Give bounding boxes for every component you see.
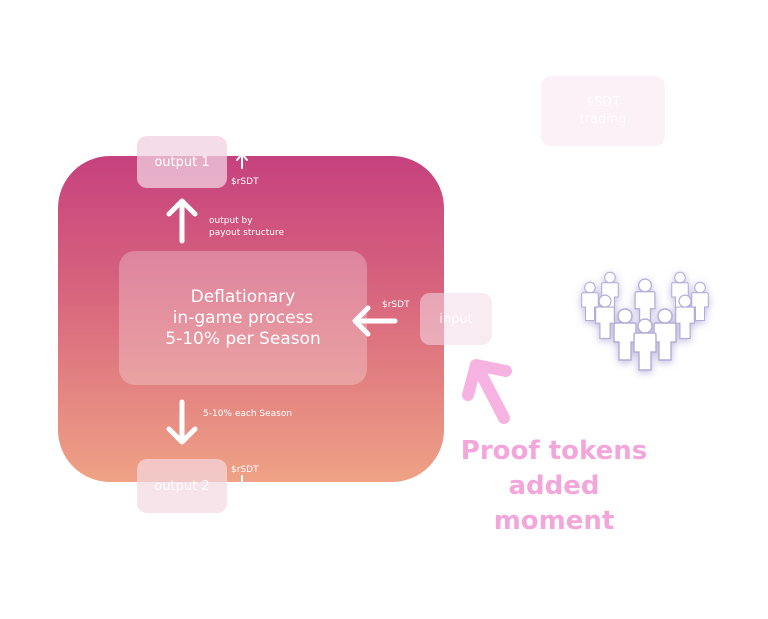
trading-line-2: trading <box>579 112 627 127</box>
center-line-1: Deflationary <box>190 286 296 307</box>
output-by-line-1: output by <box>209 216 253 226</box>
output-up-arrow-icon <box>166 198 198 244</box>
input-box: input <box>420 293 492 345</box>
output-2-box: output 2 <box>137 459 227 513</box>
input-left-arrow-icon <box>352 305 398 337</box>
rsdt-top-label: $rSDT <box>231 177 259 187</box>
proof-tokens-text: Proof tokens added moment <box>448 434 660 539</box>
small-up-arrow-icon <box>236 152 248 169</box>
trading-line-1: $SDT <box>585 95 621 110</box>
season-down-arrow-icon <box>166 399 198 445</box>
output-by-line-2: payout structure <box>209 228 284 238</box>
center-line-2: in-game process <box>172 307 314 328</box>
sdt-trading-box: $SDT trading <box>541 76 665 146</box>
deflationary-process-box: Deflationary in-game process 5-10% per S… <box>119 251 367 385</box>
rsdt-bottom-label: $rSDT <box>231 465 259 475</box>
proof-line-1: Proof tokens <box>460 436 648 466</box>
season-label: 5-10% each Season <box>203 409 293 419</box>
output-by-label: output by payout structure <box>209 215 284 239</box>
output-1-box: output 1 <box>137 136 227 188</box>
center-line-3: 5-10% per Season <box>165 328 321 349</box>
output-1-label: output 1 <box>154 154 210 170</box>
input-label: input <box>439 311 473 327</box>
proof-line-2: added moment <box>493 471 615 536</box>
rsdt-right-label: $rSDT <box>382 300 410 310</box>
proof-tokens-arrow-icon <box>462 359 512 424</box>
people-group-icon <box>581 271 709 371</box>
output-2-label: output 2 <box>154 478 210 494</box>
